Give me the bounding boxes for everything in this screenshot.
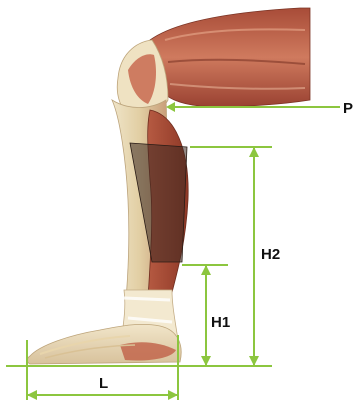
l-arrowhead-right [168, 390, 178, 400]
l-arrowhead-left [27, 390, 37, 400]
label-l: L [99, 375, 108, 392]
label-h1: H1 [211, 314, 230, 331]
h1-arrowhead-top [201, 265, 211, 275]
h2-arrowhead-top [249, 147, 259, 157]
thigh-muscle [148, 8, 310, 107]
leg-illustration [27, 8, 310, 364]
ankle-strap-1 [124, 298, 170, 300]
label-p: P [343, 100, 353, 117]
label-h2: H2 [261, 246, 280, 263]
h1-arrowhead-bottom [201, 356, 211, 366]
h2-arrowhead-bottom [249, 356, 259, 366]
p-arrowhead [166, 102, 175, 112]
